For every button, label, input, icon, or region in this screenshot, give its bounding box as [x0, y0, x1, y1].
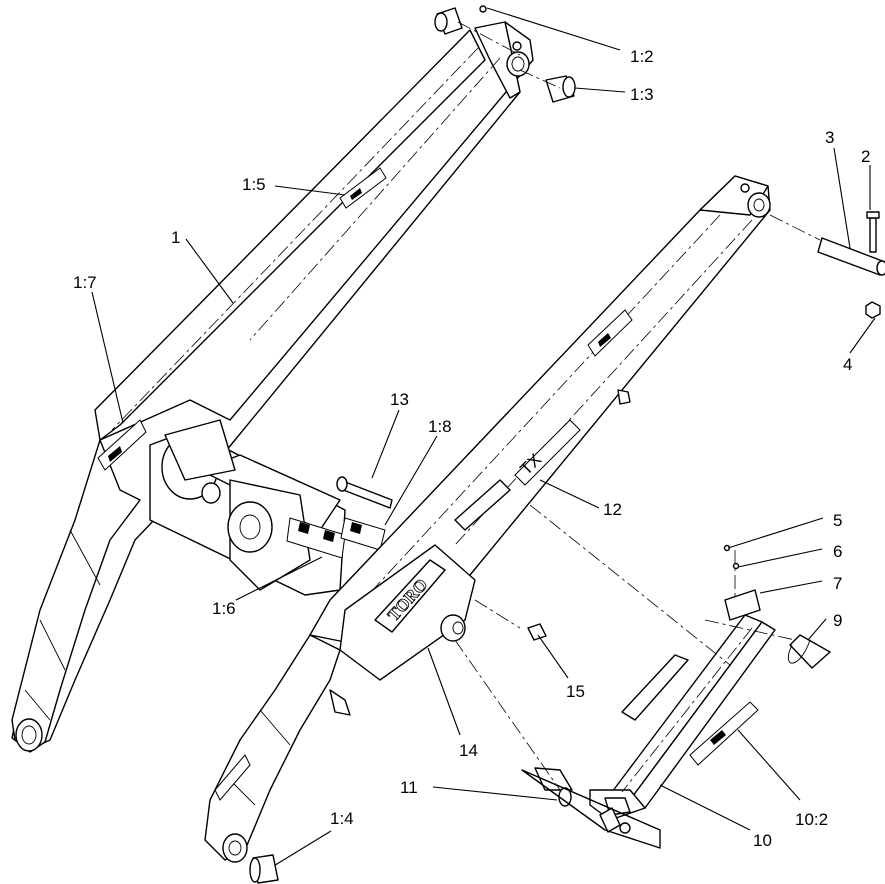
- callout-14: 14: [459, 741, 478, 760]
- callout-6: 6: [833, 542, 842, 561]
- callout-15: 15: [566, 682, 585, 701]
- callout-7: 7: [833, 574, 842, 593]
- decal-1-5: [339, 167, 387, 209]
- callout-labels: 1:2 1:3 1:5 1 1:7 3 2 4 13 1:8 12 1:6 5 …: [73, 47, 870, 850]
- callout-13: 13: [390, 390, 409, 409]
- callout-1-2: 1:2: [630, 47, 654, 66]
- callout-1-4: 1:4: [330, 809, 354, 828]
- decal-1-7: [97, 419, 147, 471]
- callout-1-6: 1:6: [212, 599, 236, 618]
- callout-1-3: 1:3: [630, 85, 654, 104]
- callout-1-5: 1:5: [242, 175, 266, 194]
- callout-12: 12: [603, 500, 622, 519]
- cross-tube: [149, 419, 346, 596]
- left-loader-arm: [11, 21, 534, 753]
- pivot-pin-3: [769, 214, 885, 276]
- callout-11: 11: [400, 778, 418, 797]
- callout-5: 5: [833, 511, 842, 530]
- nut-4: [865, 301, 881, 319]
- top-bushing: [434, 5, 576, 103]
- bushing-1-4: [249, 854, 279, 884]
- decal-1-6: [286, 517, 346, 559]
- callout-10-2: 10:2: [795, 810, 828, 829]
- callout-1: 1: [171, 228, 180, 247]
- callout-1-7: 1:7: [73, 273, 97, 292]
- small-hardware: [454, 504, 831, 849]
- bolt-13: [336, 476, 393, 509]
- leader-lines: [91, 7, 876, 868]
- right-loader-arm: TORO TX: [204, 175, 771, 863]
- callout-4: 4: [843, 355, 852, 374]
- callout-9: 9: [833, 611, 842, 630]
- callout-1-8: 1:8: [428, 417, 452, 436]
- shim-plates: [454, 479, 759, 766]
- decal-1-8: [340, 517, 386, 551]
- mount-bracket-10: [534, 589, 776, 834]
- bolt-2: [866, 211, 880, 253]
- callout-10: 10: [753, 831, 772, 850]
- callout-2: 2: [861, 147, 870, 166]
- callout-3: 3: [825, 128, 834, 147]
